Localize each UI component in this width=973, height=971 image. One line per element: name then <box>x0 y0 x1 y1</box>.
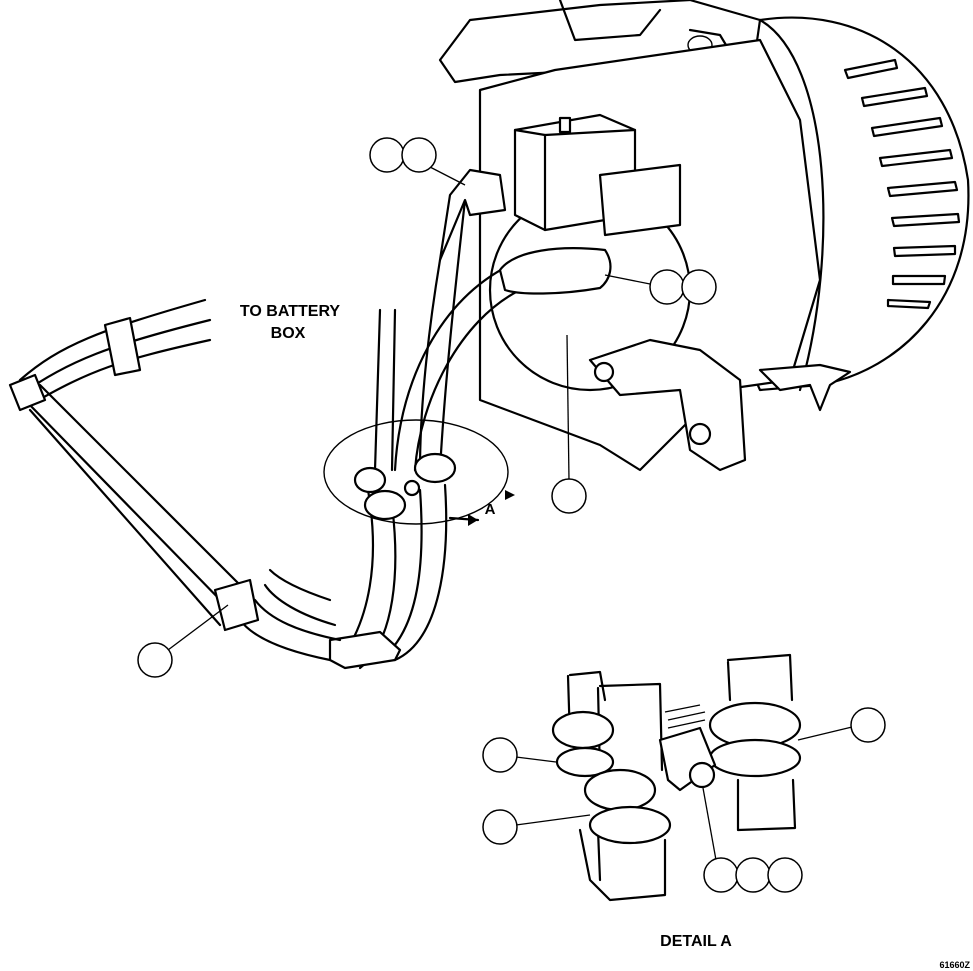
cable-bundle <box>8 168 612 670</box>
callout-detail-left-lower-circle <box>482 809 518 845</box>
callout-detail-left-lower <box>482 809 591 845</box>
callout-detail-triple-3 <box>767 857 803 893</box>
callout-starter-bottom <box>551 334 587 514</box>
callout-top-pair-left <box>369 137 405 173</box>
battery-label-line2: BOX <box>271 325 306 342</box>
starter-motor <box>438 0 970 472</box>
callout-detail-left-upper <box>482 737 557 773</box>
callout-detail-right-circle <box>850 707 886 743</box>
callout-detail-left-upper-circle <box>482 737 518 773</box>
callout-lower-left-circle <box>137 642 173 678</box>
callout-detail-triple-2 <box>735 857 771 893</box>
callout-mid-pair-right <box>681 269 717 305</box>
detail-title: DETAIL A <box>660 933 732 950</box>
detail-a-view <box>551 653 802 902</box>
detail-arrow-label: A <box>485 501 496 518</box>
detail-a-ring <box>323 419 509 525</box>
battery-label-line1: TO BATTERY <box>240 303 340 320</box>
callout-starter-bottom-circle <box>551 478 587 514</box>
cooling-slots <box>843 58 961 310</box>
callout-lower-left <box>137 604 229 678</box>
callout-mid-pair-left <box>649 269 685 305</box>
callout-detail-triple <box>702 787 803 893</box>
callout-detail-triple-1 <box>703 857 739 893</box>
callout-top-pair-right <box>401 137 437 173</box>
callout-detail-right <box>797 707 886 743</box>
callout-top-pair <box>369 137 466 186</box>
callout-mid-pair <box>604 269 717 305</box>
figure-id: 61660Z <box>939 960 970 970</box>
